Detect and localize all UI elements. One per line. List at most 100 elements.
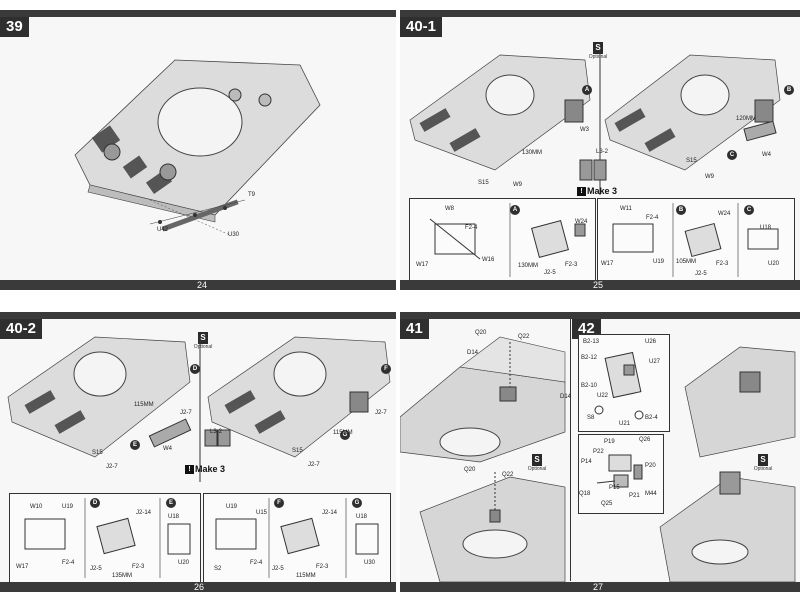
- make-3-text: Make 3: [195, 464, 226, 474]
- part-label: S15: [686, 158, 697, 164]
- part-label: U18: [760, 225, 772, 231]
- part-label: U22: [597, 393, 609, 399]
- part-label: J2-7: [375, 410, 387, 416]
- make-3-note: !Make 3: [577, 186, 617, 196]
- callout-c: C: [727, 150, 737, 160]
- part-label: W24: [718, 211, 731, 217]
- part-label: J2-5: [272, 566, 284, 572]
- step-number: 40-2: [6, 320, 37, 337]
- part-label: W11: [620, 206, 632, 212]
- callout-f: F: [381, 364, 391, 374]
- page-number: 25: [592, 280, 603, 290]
- page-footer-bar: [400, 582, 800, 592]
- optional-label: Optional: [753, 466, 773, 472]
- part-label: U18: [168, 514, 180, 520]
- part-label: F2-4: [250, 560, 263, 566]
- detail-illustration: [24, 498, 191, 578]
- page-footer-bar: [0, 280, 396, 290]
- detail-box: D E W10 U19 W17 F2-4 J2-14 J2-5 F2-3 135…: [9, 493, 201, 583]
- step-41-42-illustration: [400, 336, 796, 583]
- step-badge: 39: [0, 17, 29, 37]
- part-label: S2: [214, 566, 222, 572]
- callout-c: C: [744, 205, 754, 215]
- step-number: 41: [406, 320, 423, 337]
- part-label: Q22: [518, 334, 530, 340]
- part-label: 120MM: [736, 116, 757, 122]
- part-label: J2-5: [695, 271, 707, 277]
- part-label: U26: [645, 339, 657, 345]
- callout-d: D: [90, 498, 100, 508]
- optional-marker: S Optional: [587, 42, 609, 60]
- part-label: Q20: [475, 330, 487, 336]
- callout-b: B: [676, 205, 686, 215]
- page-top-bar: [0, 312, 396, 319]
- callout-d: D: [190, 364, 200, 374]
- part-label: U27: [649, 359, 661, 365]
- optional-marker: S Optional: [192, 332, 214, 350]
- part-label: W10: [30, 504, 43, 510]
- part-label: W4: [163, 446, 172, 452]
- page-footer-bar: [0, 582, 396, 592]
- part-label: W16: [482, 257, 495, 263]
- detail-illustration: [429, 203, 586, 277]
- part-label: J2-7: [308, 462, 320, 468]
- part-label: L3-2: [596, 149, 609, 155]
- part-label: U21: [619, 421, 631, 427]
- part-label: W3: [580, 127, 589, 133]
- page-top-bar: [0, 10, 396, 17]
- page-number: 24: [196, 280, 207, 290]
- part-label: F2-3: [565, 262, 578, 268]
- page-26: 40-2 S Optional D E F G 115MM J2-7 S15 J…: [0, 312, 396, 592]
- optional-label: Optional: [527, 466, 547, 472]
- part-label: J2-7: [180, 410, 192, 416]
- part-label: W8: [445, 206, 454, 212]
- callout-a: A: [582, 85, 592, 95]
- detail-box: B2-13 U26 B2-12 U27 B2-10 U22 S8 U21 B2-…: [578, 334, 670, 432]
- part-label: D14: [467, 350, 479, 356]
- part-label: W17: [601, 261, 614, 267]
- part-label: W17: [416, 262, 429, 268]
- part-label: 115MM: [134, 402, 154, 408]
- step-badge: 40-2: [0, 319, 43, 339]
- part-label: Q22: [502, 472, 514, 478]
- part-label: U19: [226, 504, 238, 510]
- callout-e: E: [130, 440, 140, 450]
- part-label: 115MM: [333, 430, 353, 436]
- detail-box: F G U19 U15 S2 F2-4 J2-14 J2-5 F2-3 115M…: [203, 493, 391, 583]
- part-label: W9: [705, 174, 714, 180]
- part-label: B2-13: [583, 339, 600, 345]
- optional-marker: S Optional: [526, 454, 548, 472]
- step-number: 39: [6, 18, 23, 35]
- part-label: P22: [593, 449, 604, 455]
- part-label: U30: [228, 232, 240, 238]
- part-label: 130MM: [518, 263, 539, 269]
- optional-marker: S Optional: [752, 454, 774, 472]
- step-divider: [570, 319, 571, 581]
- page-25: 40-1 S Optional A B C W3 130MM S15 W9: [400, 10, 800, 290]
- part-label: J2-14: [136, 510, 152, 516]
- part-label: Q25: [601, 501, 613, 507]
- detail-illustration: [612, 203, 779, 277]
- page-27: 41 42 Q20 Q22 D14 D14 Q20 Q22 S Optional: [400, 312, 800, 592]
- part-label: S15: [478, 180, 489, 186]
- part-label: D14: [560, 394, 572, 400]
- detail-box: P19 Q26 P22 P14 P20 Q18 P15 P21 Q25 M44: [578, 434, 664, 514]
- part-label: 135MM: [112, 573, 133, 579]
- step-40-1-illustration: [409, 50, 781, 195]
- part-label: Q26: [639, 437, 651, 443]
- part-label: J2-5: [90, 566, 102, 572]
- page-24: 39 T9 U42 U30 24: [0, 10, 396, 290]
- part-label: U20: [768, 261, 780, 267]
- part-label: M44: [645, 491, 657, 497]
- page-number: 27: [592, 582, 603, 592]
- part-label: P15: [609, 485, 620, 491]
- part-label: F2-3: [132, 564, 145, 570]
- part-label: F2-4: [62, 560, 75, 566]
- part-label: L3-2: [210, 429, 223, 435]
- part-label: P21: [629, 493, 640, 499]
- step-number: 42: [578, 320, 595, 337]
- page-number: 26: [193, 582, 204, 592]
- part-label: W9: [513, 182, 522, 188]
- step-badge: 40-1: [400, 17, 443, 37]
- make-3-text: Make 3: [587, 186, 618, 196]
